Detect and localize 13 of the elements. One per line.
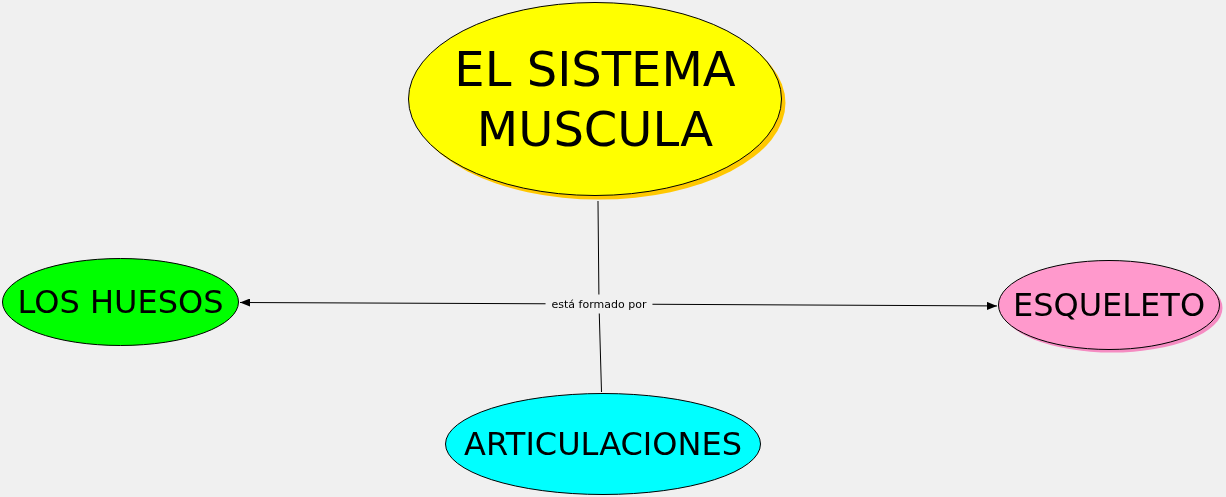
concept-label: ESQUELETO — [1012, 286, 1206, 324]
concept-ellipse — [2, 258, 239, 346]
concept-ellipse — [445, 393, 761, 495]
connector-line — [598, 313, 602, 393]
arrow — [239, 298, 547, 307]
arrow — [651, 301, 998, 310]
concept-label: LOS HUESOS — [17, 283, 224, 321]
linking-phrase: está formado por — [551, 297, 647, 311]
concept-ellipse — [998, 260, 1223, 353]
connector-line — [597, 200, 600, 295]
concept-label: EL SISTEMA MUSCULA — [453, 40, 737, 159]
concept-ellipse — [408, 2, 786, 200]
concept-label: ARTICULACIONES — [464, 425, 742, 463]
